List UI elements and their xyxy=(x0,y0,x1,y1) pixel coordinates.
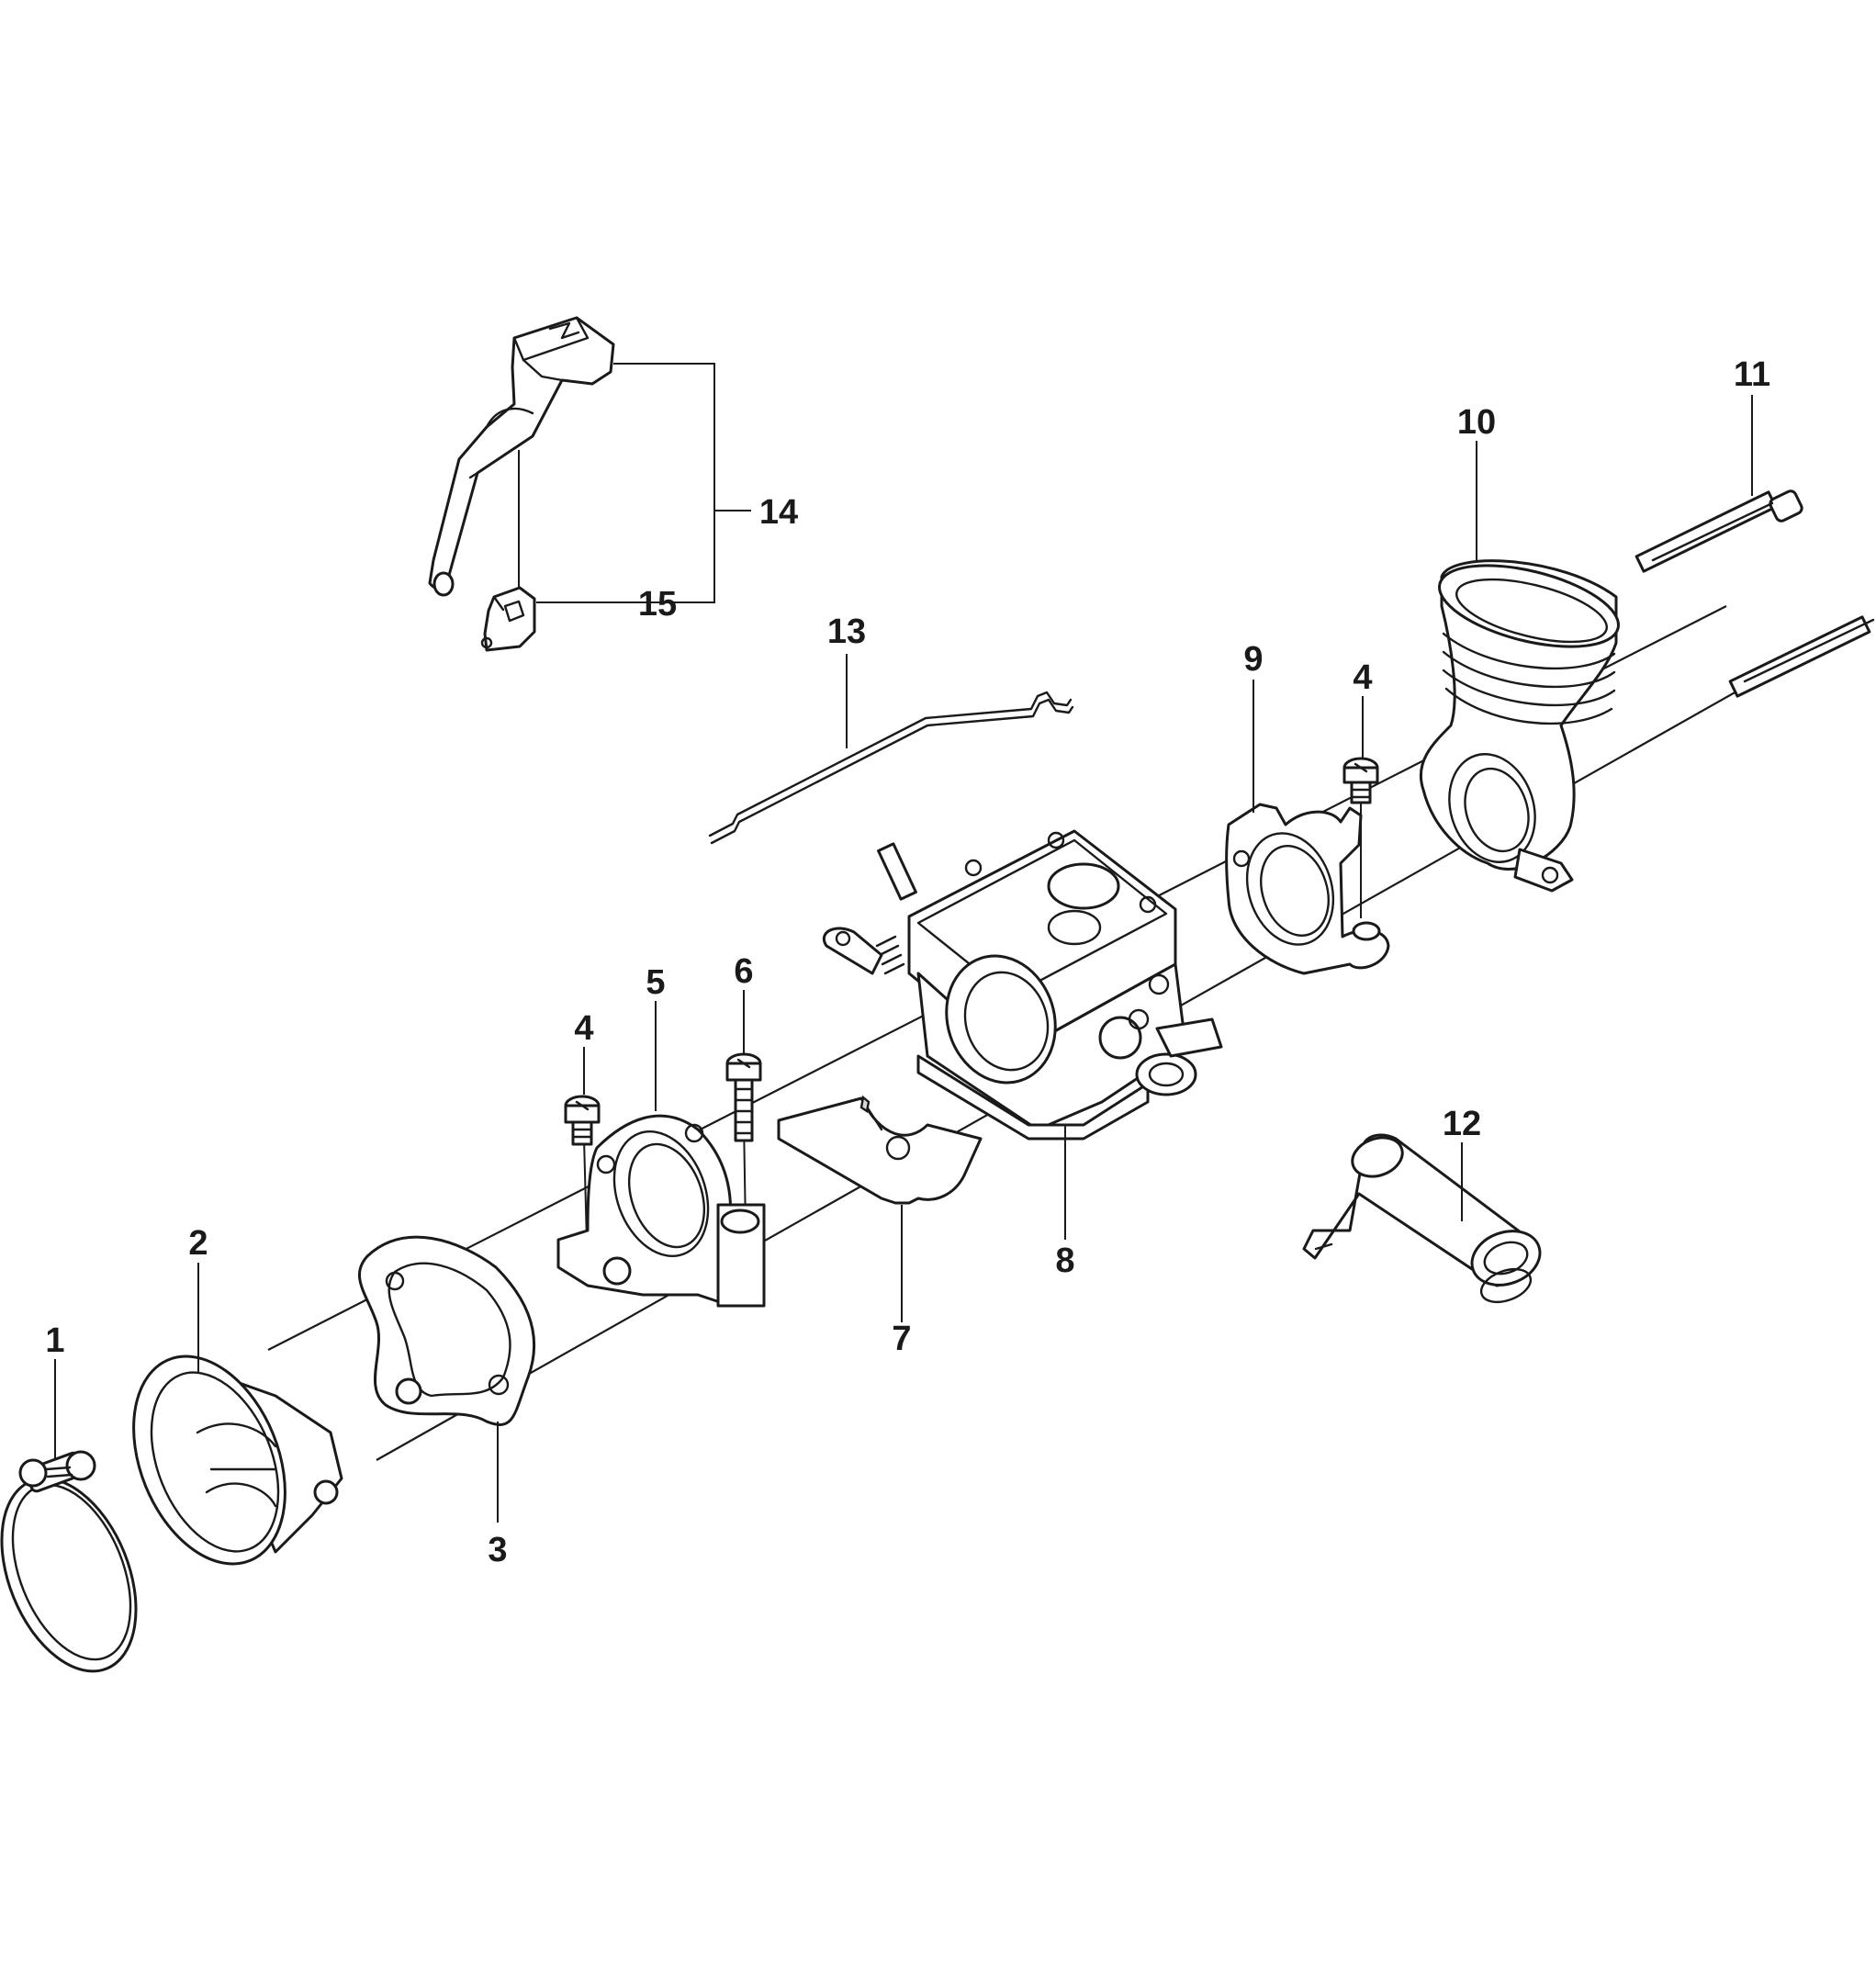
carburetor-flange-icon xyxy=(556,1114,766,1308)
callout-1: 1 xyxy=(45,1321,64,1360)
callout-4a: 4 xyxy=(574,1009,593,1048)
clip-icon xyxy=(480,586,536,652)
choke-lever-icon xyxy=(428,316,615,597)
bracket-icon xyxy=(1225,803,1390,975)
callout-3: 3 xyxy=(488,1531,507,1569)
hose-clamp-icon xyxy=(0,1450,138,1673)
callout-5: 5 xyxy=(646,963,665,1002)
callout-8: 8 xyxy=(1055,1242,1074,1280)
screw-icon xyxy=(725,1052,762,1142)
plate-icon xyxy=(777,1095,983,1205)
throttle-rod-icon xyxy=(708,691,1074,845)
callout-6: 6 xyxy=(734,952,753,991)
bolt-icon xyxy=(1634,489,1875,698)
carburetor-icon xyxy=(823,829,1223,1141)
callout-15: 15 xyxy=(638,585,677,624)
callout-4b: 4 xyxy=(1353,658,1372,697)
callout-2: 2 xyxy=(188,1224,208,1263)
tube-icon xyxy=(1302,1133,1542,1304)
callout-leaders xyxy=(54,363,1753,1523)
screw-icon xyxy=(564,1095,601,1146)
gasket-icon xyxy=(357,1235,535,1426)
callout-7: 7 xyxy=(892,1320,911,1358)
callout-labels: 1 2 3 4 4 5 6 7 8 9 10 11 12 13 14 15 xyxy=(45,355,1770,1569)
air-intake-adapter-icon xyxy=(132,1354,343,1566)
leader-14 xyxy=(536,363,715,603)
screw-icon xyxy=(1342,757,1379,804)
callout-10: 10 xyxy=(1457,403,1496,442)
callout-11: 11 xyxy=(1734,355,1770,394)
callout-14: 14 xyxy=(759,493,798,532)
callout-12: 12 xyxy=(1443,1105,1481,1143)
callout-13: 13 xyxy=(827,613,866,651)
callout-9: 9 xyxy=(1243,640,1263,679)
intake-boot-icon xyxy=(1419,559,1620,893)
